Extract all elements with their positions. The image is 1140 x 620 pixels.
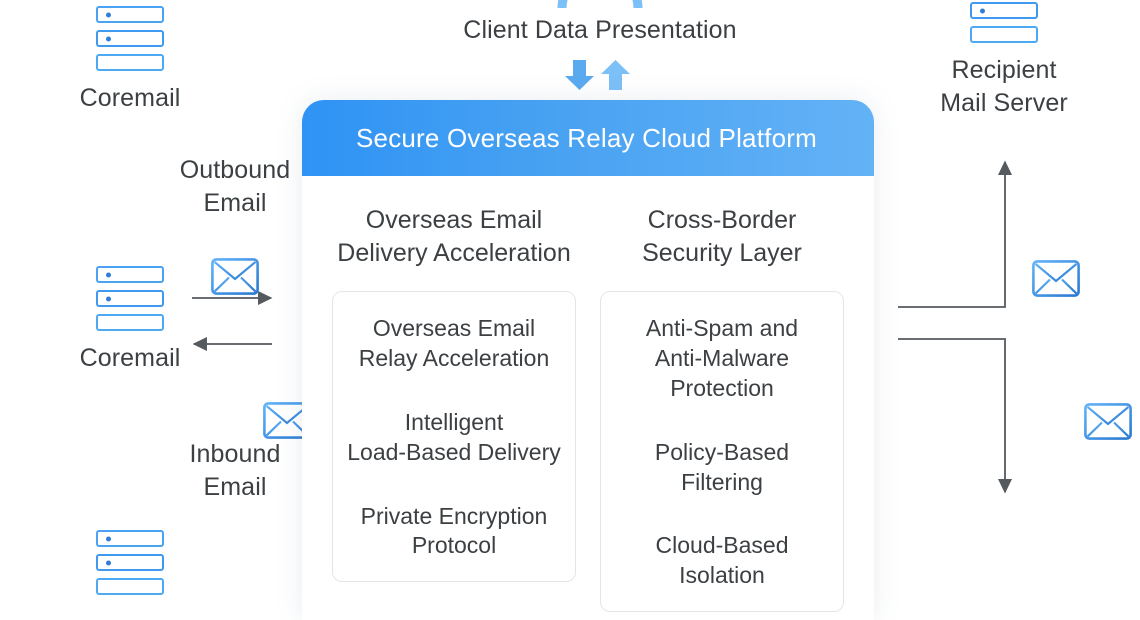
recipient-mail-server: Recipient Mail Server: [934, 0, 1074, 120]
outbound-email-label: Outbound Email: [179, 156, 291, 217]
coremail-mid-label: Coremail: [79, 344, 181, 372]
feature-item: Intelligent Load-Based Delivery: [347, 408, 561, 465]
coremail-server-bottom: [60, 530, 200, 596]
server-stack-icon: [970, 0, 1038, 44]
bidirectional-flow-arrows: [565, 60, 630, 90]
outbound-email-group: Outbound Email: [155, 154, 315, 220]
envelope-icon: [211, 258, 259, 295]
inbound-email-group: Inbound Email: [155, 438, 315, 504]
feature-item: Cloud-Based Isolation: [655, 532, 789, 589]
feature-item: Private Encryption Protocol: [360, 502, 548, 559]
diagram-canvas: Client Data Presentation Coremail Corema…: [60, 0, 1133, 613]
secure-relay-platform-panel: Secure Overseas Relay Cloud Platform Ove…: [302, 100, 874, 620]
server-stack-icon: [96, 266, 164, 332]
panel-title: Secure Overseas Relay Cloud Platform: [356, 122, 817, 153]
feature-card: Overseas Email Relay Acceleration Intell…: [332, 291, 576, 583]
column-security-layer: Cross-Border Security Layer Anti-Spam an…: [600, 204, 844, 613]
client-data-presentation-group: Client Data Presentation: [400, 14, 800, 47]
server-stack-icon: [96, 530, 164, 596]
recipient-mail-server-label: Recipient Mail Server: [940, 56, 1068, 117]
panel-body: Overseas Email Delivery Acceleration Ove…: [302, 176, 874, 613]
arrow-up-icon: [601, 60, 630, 90]
arrow-down-icon: [565, 60, 594, 90]
client-data-presentation-label: Client Data Presentation: [463, 16, 737, 44]
feature-card: Anti-Spam and Anti-Malware Protection Po…: [600, 291, 844, 613]
inbound-email-label: Inbound Email: [189, 440, 281, 501]
envelope-icon: [1032, 260, 1080, 297]
coremail-top-label: Coremail: [79, 84, 181, 112]
column-delivery-acceleration: Overseas Email Delivery Acceleration Ove…: [332, 204, 576, 612]
to-client-path: [898, 338, 1013, 494]
feature-item: Overseas Email Relay Acceleration: [358, 315, 550, 371]
server-stack-icon: [96, 6, 164, 72]
coremail-server-mid: Coremail: [60, 266, 200, 375]
panel-header: Secure Overseas Relay Cloud Platform: [302, 100, 874, 176]
feature-item: Anti-Spam and Anti-Malware Protection: [645, 315, 799, 401]
column-heading: Overseas Email Delivery Acceleration: [337, 206, 571, 267]
coremail-server-top: Coremail: [60, 6, 200, 115]
column-heading: Cross-Border Security Layer: [642, 206, 802, 267]
feature-item: Policy-Based Filtering: [654, 438, 790, 495]
envelope-icon: [1084, 403, 1133, 440]
to-recipient-path: [898, 160, 1013, 308]
client-icon-cropped: [557, 0, 643, 8]
